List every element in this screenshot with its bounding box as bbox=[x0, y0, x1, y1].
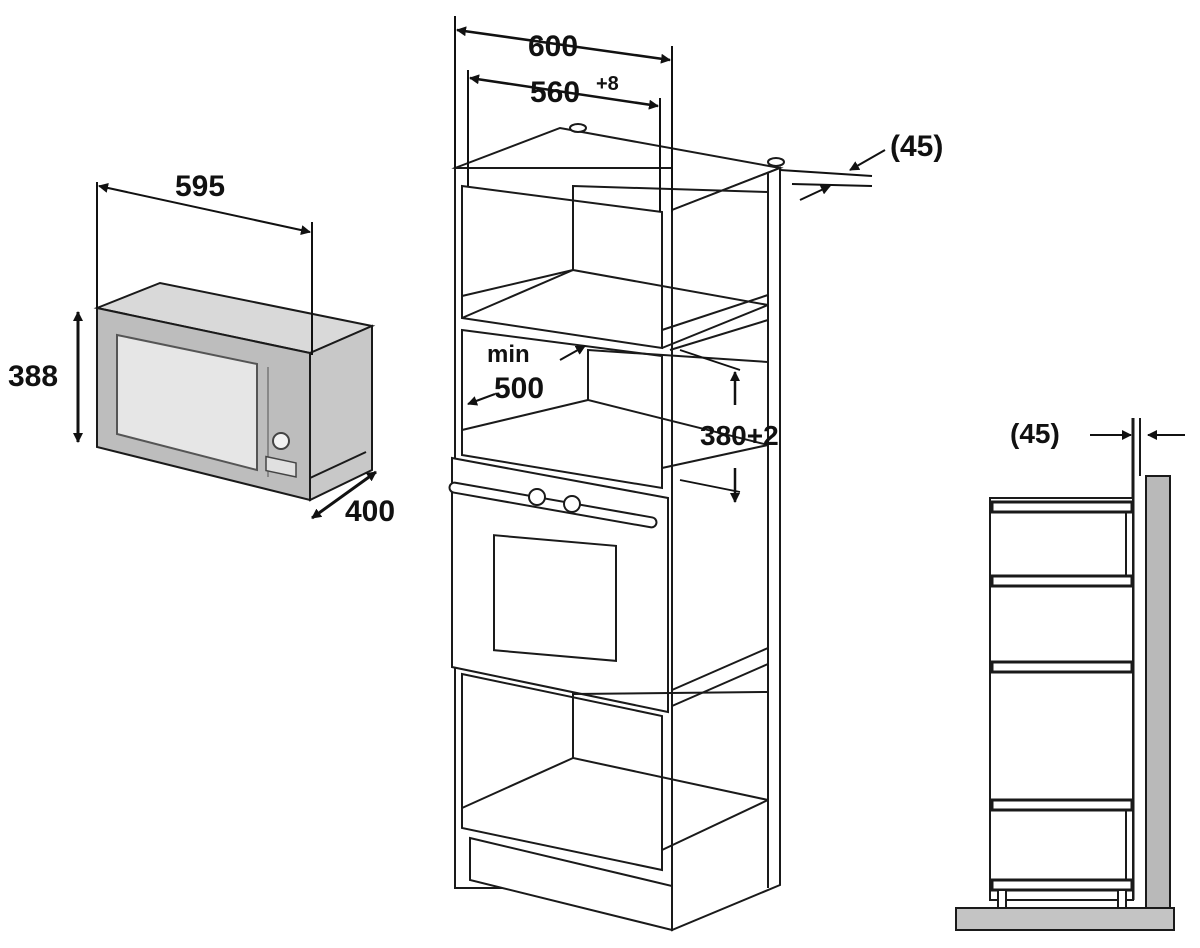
outer-width-arrow bbox=[456, 26, 671, 64]
inner-width-arrow bbox=[469, 74, 659, 110]
cabinet-dimensions: 600 560 +8 (45) min 500 380+2 bbox=[454, 16, 943, 503]
min-label: min bbox=[487, 341, 530, 368]
niche-height-label: 380+2 bbox=[700, 420, 779, 451]
shelf-4 bbox=[990, 798, 1134, 812]
cabinet-outer-width-label: 600 bbox=[528, 30, 578, 63]
oven-knob-left bbox=[528, 488, 546, 506]
cabinet-inner-width-tolerance: +8 bbox=[596, 73, 619, 95]
cabinet-inner-width-label: 560 bbox=[530, 76, 580, 109]
depth-arrow bbox=[311, 470, 377, 520]
shelf-bottom bbox=[990, 878, 1134, 892]
min-value-label: 500 bbox=[494, 372, 544, 405]
side-rear-gap-label: (45) bbox=[1010, 418, 1060, 449]
shelf-3 bbox=[990, 660, 1134, 674]
side-section-view: (45) bbox=[955, 418, 1185, 931]
microwave-height-label: 388 bbox=[8, 360, 58, 393]
floor bbox=[955, 907, 1175, 931]
microwave-knob bbox=[272, 432, 290, 450]
oven-knob-right bbox=[563, 495, 581, 513]
shelf-2 bbox=[990, 574, 1134, 588]
microwave-illustration bbox=[93, 281, 376, 502]
width-arrow bbox=[98, 183, 311, 235]
wall bbox=[1145, 475, 1171, 911]
cabinet-rear-gap-label: (45) bbox=[890, 130, 943, 163]
shelf-top bbox=[990, 500, 1134, 514]
microwave-width-label: 595 bbox=[175, 170, 225, 203]
microwave-dimensions: 595 388 400 bbox=[8, 170, 395, 528]
tall-cabinet bbox=[448, 123, 785, 932]
microwave-window bbox=[116, 333, 258, 472]
microwave-display bbox=[265, 455, 297, 478]
oven-door-window bbox=[493, 534, 617, 662]
oven-handle bbox=[448, 481, 658, 529]
rear-gap-arrow-bottom bbox=[799, 185, 831, 201]
rear-gap-arrow-top bbox=[849, 149, 886, 171]
microwave-depth-label: 400 bbox=[345, 495, 395, 528]
